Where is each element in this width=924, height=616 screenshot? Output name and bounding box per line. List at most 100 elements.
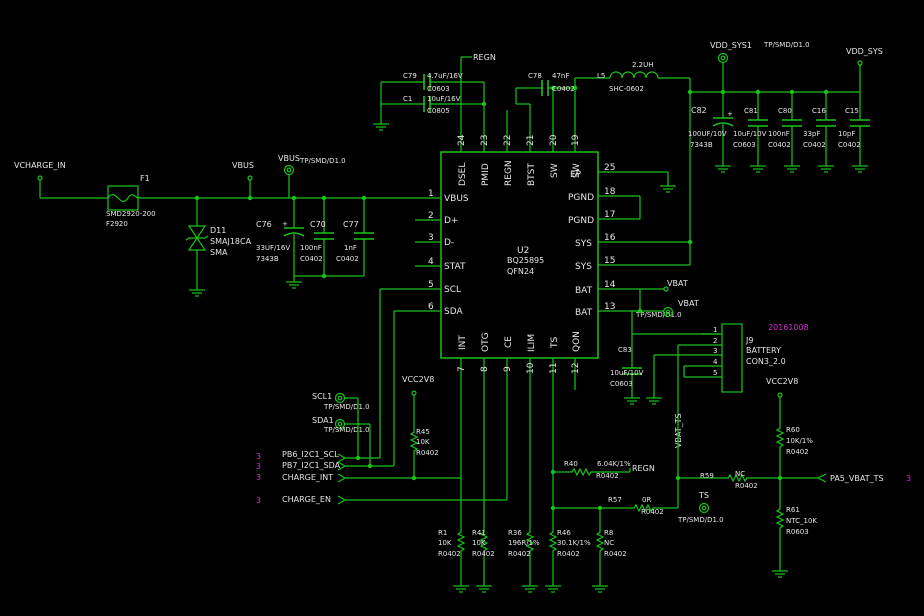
pin-name: SYS <box>575 262 592 272</box>
ground-icon <box>851 159 869 173</box>
net-port <box>247 175 253 181</box>
res-ref: R61 <box>786 506 800 514</box>
pin-num: 1 <box>428 189 434 199</box>
sys-output-section: VDD_SYS1 TP/SMD/D1.0 VDD_SYS + C82 100UF… <box>687 41 883 173</box>
fuse-f1 <box>107 185 139 211</box>
ground-icon <box>285 275 303 289</box>
resistor-icon <box>776 504 784 533</box>
res-ref: R40 <box>564 460 578 468</box>
res-value: NTC_10K <box>786 517 817 525</box>
offpage-label: PA5_VBAT_TS <box>830 474 884 483</box>
diode-icon <box>187 225 207 240</box>
cap-ref: C76 <box>256 220 272 229</box>
cap-value: 10uF/10V <box>733 130 767 138</box>
pin-name: PGND <box>568 193 594 203</box>
pin-num: 15 <box>604 256 615 266</box>
net-label-vbus: VBUS <box>232 161 254 170</box>
cap-value: 10pF <box>838 130 855 138</box>
offpage-label: CHARGE_EN <box>282 495 331 504</box>
pin-num: 17 <box>604 210 615 220</box>
res-package: R0603 <box>786 528 809 536</box>
cap-value: 100nF <box>768 130 790 138</box>
net-label-regn: REGN <box>632 464 655 473</box>
ic-package: QFN24 <box>507 267 534 276</box>
cap-package: C0805 <box>427 107 450 115</box>
ic-pins-left: 1 VBUS 2 D+ 3 D- 4 STAT 5 SCL 6 SDA <box>415 189 469 317</box>
tp-label-scl1: SCL1 <box>312 392 332 401</box>
net-label-vcc2v8: VCC2V8 <box>402 375 434 384</box>
offpage-sheet: 3 <box>256 496 261 505</box>
ic-ref: U2 <box>517 246 529 256</box>
res-value: 10K <box>416 438 430 446</box>
net-label-vdd-sys: VDD_SYS <box>846 47 883 56</box>
pin-num: 2 <box>428 211 434 221</box>
ground-icon <box>591 579 609 593</box>
inductor-ref: L5 <box>597 72 605 80</box>
connector-pin: 3 <box>713 347 717 355</box>
res-package: R0402 <box>508 550 531 558</box>
cap-value: 33UF/16V <box>256 244 290 252</box>
pin-name: STAT <box>444 262 466 272</box>
pin-num: 19 <box>571 134 581 146</box>
pin-name: SW <box>550 163 560 178</box>
res-value: 196R/1% <box>508 539 540 547</box>
tp-package: TP/SMD/D1.0 <box>323 403 370 411</box>
inductor-l5 <box>609 71 659 79</box>
inductor-package: SHC-0602 <box>609 85 644 93</box>
cap-ref: C80 <box>778 107 792 115</box>
tp-package: TP/SMD/D1.0 <box>677 516 724 524</box>
cap-ref: C1 <box>403 95 412 103</box>
cap-package: C0402 <box>552 85 575 93</box>
pin-num: 14 <box>604 280 616 290</box>
res-ref: R45 <box>416 428 430 436</box>
resistor-icon <box>567 468 596 476</box>
pin-name: SW <box>572 163 582 178</box>
tp-label-vbus: VBUS <box>278 154 300 163</box>
pin-name: TS <box>550 337 560 349</box>
cap-ref: C78 <box>528 72 542 80</box>
cap-value: 47nF <box>552 72 569 80</box>
pin-num: 7 <box>457 366 467 372</box>
offpage-label: PB7_I2C1_SDA <box>282 461 341 470</box>
cap-ref: C15 <box>845 107 859 115</box>
res-package: R0402 <box>438 550 461 558</box>
pin-num: 5 <box>428 280 434 290</box>
ground-icon <box>521 579 539 593</box>
pin-name: REGN <box>504 160 514 186</box>
pin-num: 9 <box>503 366 513 372</box>
net-port <box>37 175 43 181</box>
test-point-icon <box>698 502 710 514</box>
pgnd-section <box>639 171 677 219</box>
pin-num: 16 <box>604 233 616 243</box>
offpage-sheet: 3 <box>906 474 911 483</box>
net-port <box>857 60 863 66</box>
cap-package: C0402 <box>838 141 861 149</box>
tp-label-ts: TS <box>698 491 709 500</box>
connector-pin: 5 <box>713 369 717 377</box>
res-value: 10K <box>472 539 486 547</box>
cap-package: C0402 <box>336 255 359 263</box>
ground-icon <box>475 579 493 593</box>
fuse-package: F2920 <box>106 220 128 228</box>
pin-num: 25 <box>604 163 615 173</box>
pin-name: INT <box>458 335 468 350</box>
pin-num: 12 <box>571 363 581 374</box>
diode-ref: D11 <box>210 226 226 235</box>
inductor-value: 2.2UH <box>632 61 654 69</box>
pin-num: 11 <box>549 363 559 374</box>
pin-name: CE <box>504 336 514 348</box>
connector-package: CON3_2.0 <box>746 357 786 366</box>
bottom-resistors: R1 10K R0402 R41 10K R0402 R36 196R/1% R… <box>438 377 911 593</box>
net-label-vcharge-in: VCHARGE_IN <box>14 161 66 170</box>
net-port <box>777 392 783 398</box>
pin-num: 23 <box>480 135 490 146</box>
tp-label-vbat: VBAT <box>678 299 699 308</box>
connector-j9 <box>721 323 743 393</box>
net-port <box>663 286 669 292</box>
pin-name: OTG <box>481 332 491 352</box>
revision-date: 20161008 <box>768 323 809 332</box>
ic-u2: U2 BQ25895 QFN24 1 VBUS 2 D+ 3 D- 4 STAT… <box>415 110 640 390</box>
pin-name: D+ <box>444 216 458 226</box>
ground-icon <box>645 391 663 405</box>
pin-name: ILIM <box>527 334 537 352</box>
